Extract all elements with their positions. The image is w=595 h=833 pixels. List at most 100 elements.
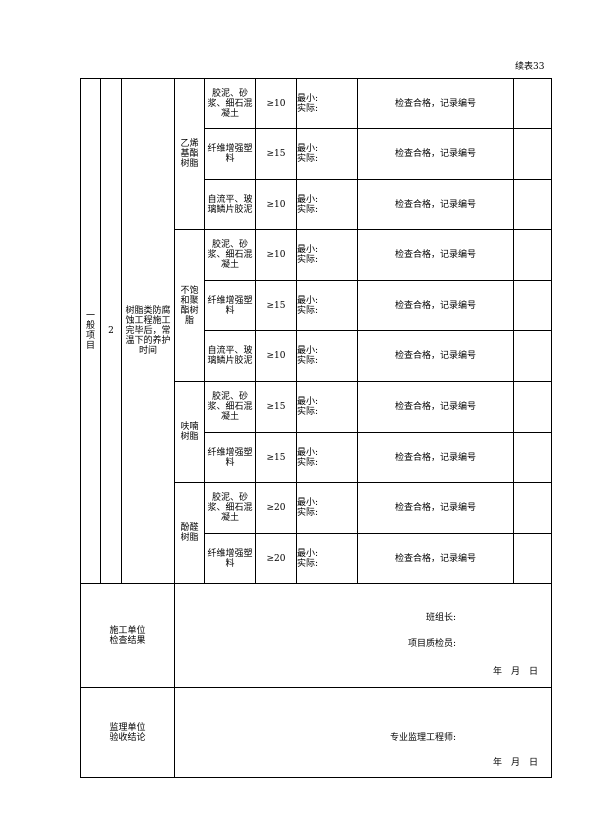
empty-cell — [513, 533, 552, 584]
check-text: 检查合格，记录编号 — [394, 402, 476, 412]
min-actual-cell: 最小:实际: — [296, 381, 358, 433]
inspection-table: 一般项目 2 树脂类防腐蚀工程施工完毕后，常温下的养护时间 乙烯基酯树脂 胶泥、… — [80, 78, 552, 778]
requirement-cell: ≥20 — [255, 533, 297, 584]
actual-label: 实际: — [297, 204, 319, 215]
requirement-cell: ≥10 — [255, 229, 297, 281]
check-text: 检查合格，记录编号 — [394, 503, 476, 513]
actual-label: 实际: — [297, 305, 319, 316]
empty-cell — [513, 330, 552, 382]
min-label: 最小: — [297, 498, 319, 508]
actual-label: 实际: — [297, 103, 319, 114]
requirement-cell: ≥15 — [255, 381, 297, 433]
min-label: 最小: — [297, 447, 319, 458]
requirement-cell: ≥15 — [255, 128, 297, 180]
empty-cell — [513, 229, 552, 281]
material: 胶泥、砂浆、细石混凝土 — [207, 240, 253, 270]
actual-label: 实际: — [297, 407, 319, 417]
check-result-cell: 检查合格，记录编号 — [357, 330, 514, 382]
min-label: 最小: — [297, 144, 319, 154]
requirement-cell: ≥15 — [255, 432, 297, 483]
requirement: ≥15 — [266, 300, 286, 311]
material: 胶泥、砂浆、细石混凝土 — [207, 392, 253, 422]
item-no: 2 — [108, 326, 114, 336]
min-label: 最小: — [297, 245, 319, 255]
min-actual-cell: 最小:实际: — [296, 330, 358, 382]
check-text: 检查合格，记录编号 — [394, 199, 476, 210]
min-actual-cell: 最小:实际: — [296, 179, 358, 230]
min-label: 最小: — [297, 194, 319, 205]
min-actual-cell: 最小:实际: — [296, 432, 358, 483]
material-cell: 自流平、玻璃鳞片胶泥 — [204, 330, 256, 382]
resin-type-cell: 不饱和聚酯树脂 — [174, 229, 205, 382]
check-result-cell: 检查合格，记录编号 — [357, 432, 514, 483]
supervision-label: 监理单位验收结论 — [109, 722, 146, 743]
material-cell: 纤维增强塑料 — [204, 128, 256, 180]
min-actual-cell: 最小:实际: — [296, 482, 358, 534]
section-cell: 一般项目 — [80, 78, 101, 584]
requirement-cell: ≥20 — [255, 482, 297, 534]
material: 胶泥、砂浆、细石混凝土 — [207, 88, 253, 119]
material: 自流平、玻璃鳞片胶泥 — [207, 194, 253, 215]
check-result-cell: 检查合格，记录编号 — [357, 381, 514, 433]
actual-label: 实际: — [297, 558, 319, 569]
actual-label: 实际: — [297, 356, 319, 366]
requirement: ≥20 — [266, 553, 286, 564]
min-label: 最小: — [297, 93, 319, 104]
min-label: 最小: — [297, 295, 319, 306]
min-label: 最小: — [297, 346, 319, 356]
material-cell: 纤维增强塑料 — [204, 432, 256, 483]
material: 自流平、玻璃鳞片胶泥 — [207, 346, 253, 366]
requirement: ≥15 — [266, 402, 286, 412]
actual-label: 实际: — [297, 255, 319, 265]
material-cell: 纤维增强塑料 — [204, 533, 256, 584]
engineer-label: 专业监理工程师: — [389, 733, 456, 743]
construction-label: 施工单位检查结果 — [109, 625, 146, 646]
check-result-cell: 检查合格，记录编号 — [357, 533, 514, 584]
check-text: 检查合格，记录编号 — [394, 351, 476, 361]
material: 纤维增强塑料 — [207, 144, 253, 164]
check-result-cell: 检查合格，记录编号 — [357, 229, 514, 281]
check-text: 检查合格，记录编号 — [394, 250, 476, 260]
min-actual-cell: 最小:实际: — [296, 229, 358, 281]
material-cell: 胶泥、砂浆、细石混凝土 — [204, 381, 256, 433]
construction-label-cell: 施工单位检查结果 — [80, 583, 175, 688]
supervision-date: 年 月 日 — [492, 758, 538, 768]
requirement: ≥10 — [266, 250, 286, 260]
resin-type-cell: 呋喃树脂 — [174, 381, 205, 483]
actual-label: 实际: — [297, 457, 319, 468]
material: 纤维增强塑料 — [207, 447, 253, 468]
material-cell: 胶泥、砂浆、细石混凝土 — [204, 78, 256, 129]
resin-type: 乙烯基酯树脂 — [180, 139, 199, 169]
min-label: 最小: — [297, 548, 319, 559]
item-desc: 树脂类防腐蚀工程施工完毕后，常温下的养护时间 — [125, 306, 171, 356]
quality-inspector-label: 项目质检员: — [407, 639, 456, 649]
supervision-label-cell: 监理单位验收结论 — [80, 687, 175, 778]
resin-type-cell: 乙烯基酯树脂 — [174, 78, 205, 230]
resin-type-cell: 酚醛树脂 — [174, 482, 205, 584]
min-actual-cell: 最小:实际: — [296, 533, 358, 584]
actual-label: 实际: — [297, 508, 319, 518]
check-result-cell: 检查合格，记录编号 — [357, 280, 514, 331]
material-cell: 自流平、玻璃鳞片胶泥 — [204, 179, 256, 230]
requirement: ≥10 — [266, 351, 286, 361]
actual-label: 实际: — [297, 154, 319, 164]
check-text: 检查合格，记录编号 — [394, 300, 476, 311]
check-text: 检查合格，记录编号 — [394, 452, 476, 463]
item-no-cell: 2 — [100, 78, 122, 584]
requirement-cell: ≥15 — [255, 280, 297, 331]
min-actual-cell: 最小:实际: — [296, 280, 358, 331]
material-cell: 胶泥、砂浆、细石混凝土 — [204, 229, 256, 281]
resin-type: 酚醛树脂 — [180, 523, 199, 543]
check-result-cell: 检查合格，记录编号 — [357, 128, 514, 180]
requirement-cell: ≥10 — [255, 330, 297, 382]
requirement: ≥15 — [266, 452, 286, 463]
check-text: 检查合格，记录编号 — [394, 553, 476, 564]
min-actual-cell: 最小:实际: — [296, 128, 358, 180]
check-result-cell: 检查合格，记录编号 — [357, 482, 514, 534]
sheet-label: 续表33 — [515, 62, 545, 72]
material-cell: 胶泥、砂浆、细石混凝土 — [204, 482, 256, 534]
requirement-cell: ≥10 — [255, 78, 297, 129]
check-result-cell: 检查合格，记录编号 — [357, 78, 514, 129]
empty-cell — [513, 381, 552, 433]
empty-cell — [513, 280, 552, 331]
